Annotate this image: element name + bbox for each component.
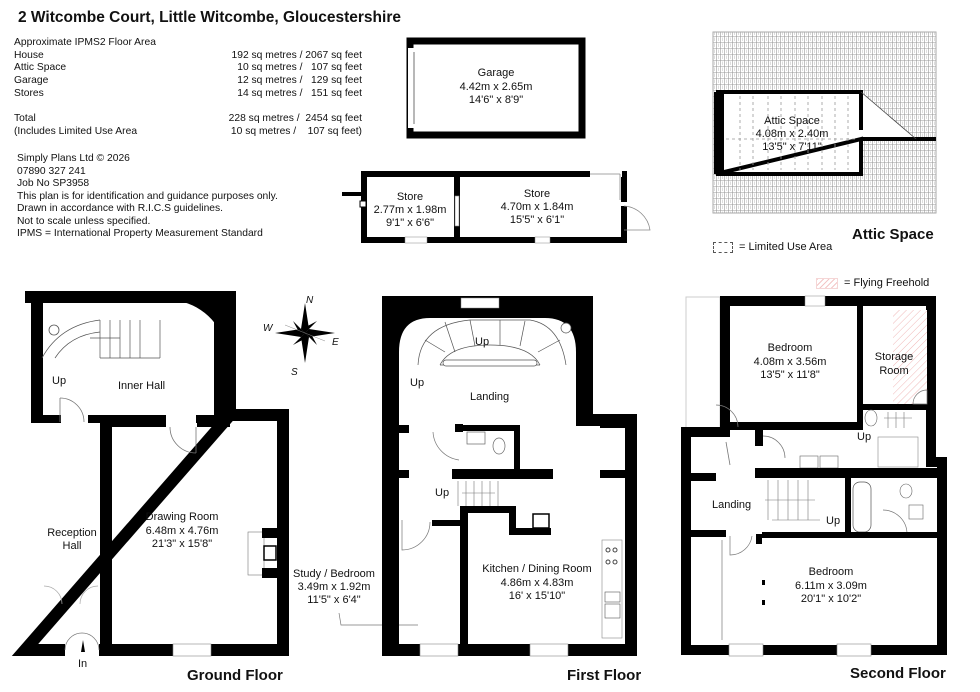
first-up-label-1: Up bbox=[475, 336, 489, 348]
bedroom1-imperial: 13'5" x 11'8" bbox=[760, 369, 820, 381]
property-title: 2 Witcombe Court, Little Witcombe, Glouc… bbox=[18, 9, 401, 26]
credit-line: 07890 327 241 bbox=[17, 165, 86, 177]
first-floor-plan: Up Up Landing Up bbox=[382, 296, 637, 657]
area-label: Garage bbox=[14, 75, 49, 87]
second-floor-plan: Storage Room Bedroom 4.08m x 3.56m 13'5"… bbox=[681, 295, 947, 657]
area-row-stores: Stores 14 sq metres / 151 sq feet bbox=[14, 88, 362, 101]
study-imperial: 11'5" x 6'4" bbox=[307, 594, 360, 606]
inner-hall-label: Inner Hall bbox=[118, 380, 165, 392]
area-label: House bbox=[14, 49, 44, 61]
compass-w: W bbox=[263, 323, 274, 334]
legend-flying-freehold-text: = Flying Freehold bbox=[844, 277, 930, 289]
bedroom2-name: Bedroom bbox=[809, 566, 854, 578]
kitchen-metric: 4.86m x 4.83m bbox=[501, 577, 574, 589]
garage-plan: Garage 4.42m x 2.65m 14'6" x 8'9" bbox=[406, 37, 586, 139]
storage-room-label-2: Room bbox=[879, 365, 908, 377]
area-value: 10 sq metres / 107 sq feet) bbox=[230, 125, 362, 137]
bedroom1-name: Bedroom bbox=[768, 342, 813, 354]
store1-imperial: 9'1" x 6'6" bbox=[386, 217, 434, 229]
credits: Simply Plans Ltd © 2026 07890 327 241 Jo… bbox=[17, 153, 278, 241]
landing2-label: Landing bbox=[712, 499, 751, 511]
study-metric: 3.49m x 1.92m bbox=[298, 581, 371, 593]
area-heading: Approximate IPMS2 Floor Area bbox=[14, 37, 156, 48]
floor-area-summary: Approximate IPMS2 Floor Area House 192 sq… bbox=[14, 37, 362, 139]
credit-line: Job No SP3958 bbox=[17, 178, 90, 189]
credit-line: IPMS = International Property Measuremen… bbox=[17, 228, 263, 239]
first-up-label-2: Up bbox=[410, 377, 424, 389]
garage-imperial: 14'6" x 8'9" bbox=[469, 94, 523, 106]
area-row-attic: Attic Space 10 sq metres / 107 sq feet bbox=[14, 62, 362, 75]
area-label: Stores bbox=[14, 87, 44, 99]
ground-floor-plan: Up Inner Hall In Reception Hall Drawing … bbox=[11, 291, 289, 670]
compass-e: E bbox=[332, 337, 339, 348]
area-row-house: House 192 sq metres / 2067 sq feet bbox=[14, 50, 362, 63]
entrance-label: In bbox=[78, 658, 87, 670]
area-label: Attic Space bbox=[14, 62, 67, 74]
store1-metric: 2.77m x 1.98m bbox=[374, 204, 447, 216]
floor-label-attic: Attic Space bbox=[852, 226, 934, 243]
dashed-box-icon bbox=[713, 241, 733, 253]
bedroom2-imperial: 20'1" x 10'2" bbox=[801, 593, 861, 605]
storage-room-label-1: Storage bbox=[875, 351, 914, 363]
credit-line: Drawn in accordance with R.I.C.S guideli… bbox=[17, 203, 224, 214]
area-value: 192 sq metres / 2067 sq feet bbox=[231, 49, 362, 61]
area-value: 228 sq metres / 2454 sq feet bbox=[228, 113, 362, 125]
area-row-garage: Garage 12 sq metres / 129 sq feet bbox=[14, 75, 362, 88]
legend-limited-use: = Limited Use Area bbox=[713, 241, 832, 253]
area-value: 12 sq metres / 129 sq feet bbox=[237, 75, 362, 87]
attic-name: Attic Space bbox=[764, 115, 820, 127]
area-label: Total bbox=[14, 113, 36, 125]
bedroom2-metric: 6.11m x 3.09m bbox=[795, 580, 867, 592]
first-up-label-3: Up bbox=[435, 487, 449, 499]
area-row-limited: (Includes Limited Use Area 10 sq metres /… bbox=[14, 126, 362, 139]
attic-plan: Attic Space 4.08m x 2.40m 13'5" x 7'11" bbox=[712, 31, 937, 214]
compass-rose-icon: N W E S bbox=[263, 295, 339, 378]
study-name: Study / Bedroom bbox=[293, 568, 375, 580]
store1-name: Store bbox=[397, 191, 423, 203]
drawing-room-metric: 6.48m x 4.76m bbox=[146, 525, 219, 537]
kitchen-name: Kitchen / Dining Room bbox=[482, 563, 591, 575]
garage-name: Garage bbox=[478, 67, 515, 79]
reception-hall-label-2: Hall bbox=[63, 540, 82, 552]
legend-flying-freehold: = Flying Freehold bbox=[816, 277, 929, 289]
reception-hall-label-1: Reception bbox=[47, 527, 97, 539]
credit-line: Simply Plans Ltd © 2026 bbox=[17, 153, 130, 164]
attic-imperial: 13'5" x 7'11" bbox=[762, 141, 822, 153]
area-value: 14 sq metres / 151 sq feet bbox=[237, 87, 362, 99]
area-label: (Includes Limited Use Area bbox=[14, 125, 138, 137]
garage-metric: 4.42m x 2.65m bbox=[460, 81, 533, 93]
stores-plan: Store 2.77m x 1.98m 9'1" x 6'6" Store 4.… bbox=[342, 171, 651, 244]
area-value: 10 sq metres / 107 sq feet bbox=[237, 62, 362, 74]
hatch-swatch-icon bbox=[816, 277, 838, 289]
bedroom1-metric: 4.08m x 3.56m bbox=[754, 356, 827, 368]
floor-label-first: First Floor bbox=[567, 667, 642, 684]
compass-n: N bbox=[306, 295, 314, 306]
second-up-label-1: Up bbox=[857, 431, 871, 443]
attic-metric: 4.08m x 2.40m bbox=[756, 128, 829, 140]
second-up-label-2: Up bbox=[826, 515, 840, 527]
store2-name: Store bbox=[524, 188, 550, 200]
legend-limited-use-text: = Limited Use Area bbox=[739, 241, 833, 253]
drawing-room-name: Drawing Room bbox=[146, 511, 219, 523]
store2-imperial: 15'5" x 6'1" bbox=[510, 214, 564, 226]
store2-metric: 4.70m x 1.84m bbox=[501, 201, 574, 213]
landing1-label: Landing bbox=[470, 391, 509, 403]
floor-label-second: Second Floor bbox=[850, 665, 946, 682]
credit-line: Not to scale unless specified. bbox=[17, 215, 151, 227]
floor-label-ground: Ground Floor bbox=[187, 667, 283, 684]
drawing-room-imperial: 21'3" x 15'8" bbox=[152, 538, 212, 550]
area-row-total: Total 228 sq metres / 2454 sq feet bbox=[14, 113, 362, 126]
kitchen-imperial: 16' x 15'10" bbox=[509, 590, 566, 602]
ground-up-label: Up bbox=[52, 375, 66, 387]
compass-s: S bbox=[291, 367, 298, 378]
credit-line: This plan is for identification and guid… bbox=[17, 190, 278, 202]
